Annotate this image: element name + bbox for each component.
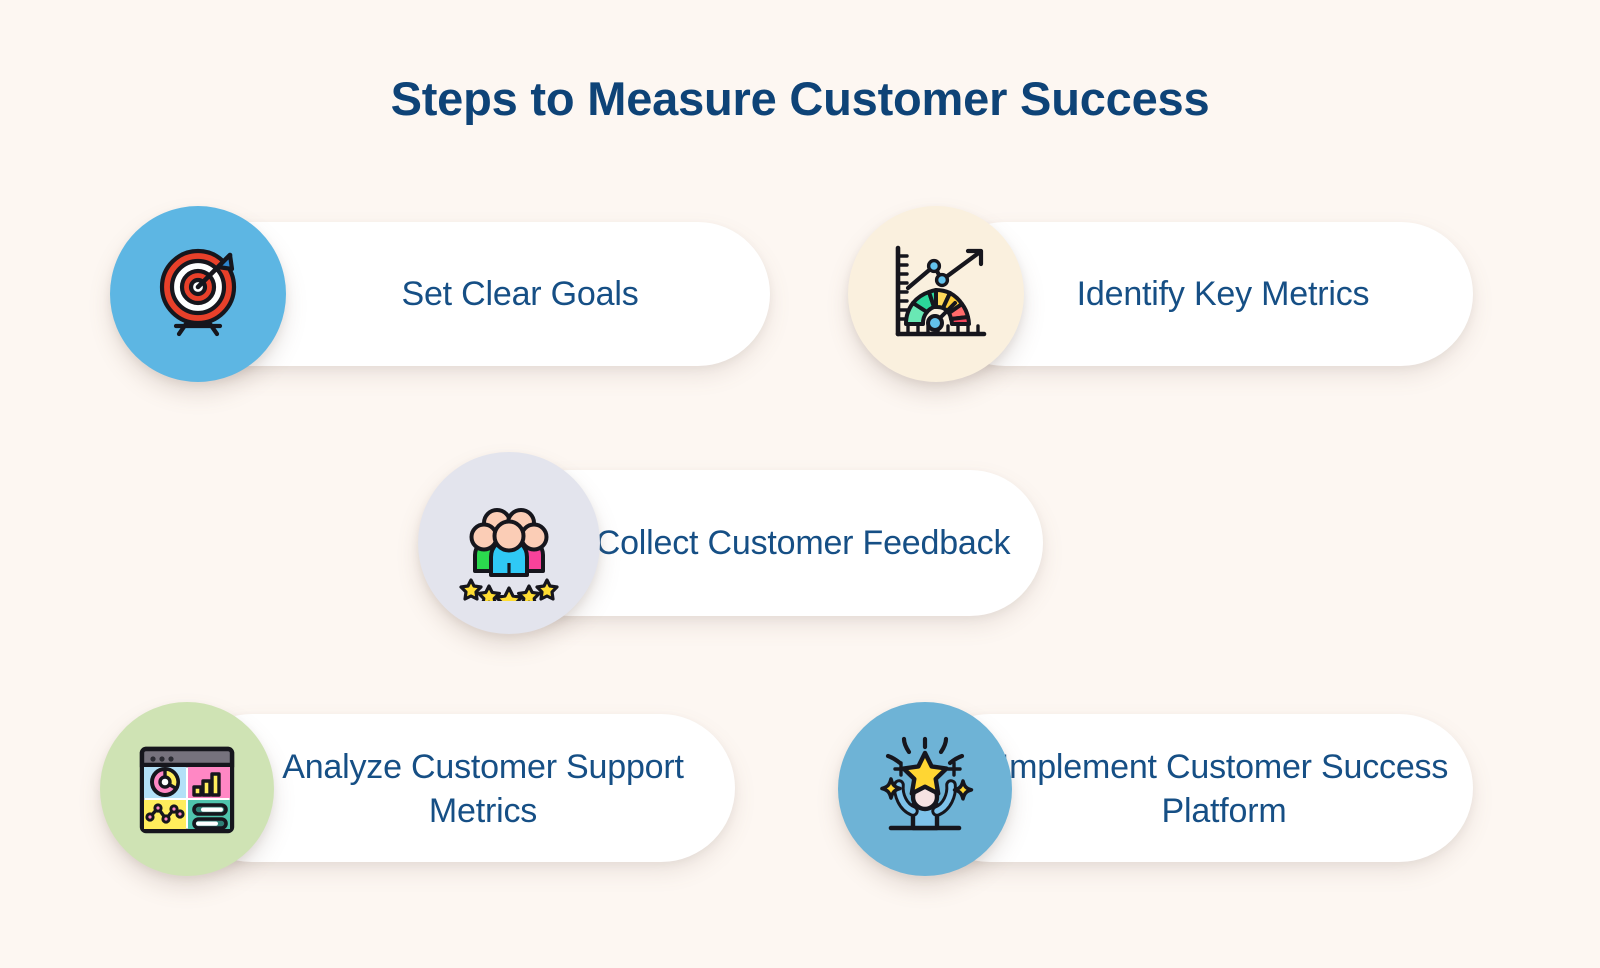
analytics-dashboard-icon bbox=[100, 702, 274, 876]
people-star-rating-icon bbox=[418, 452, 600, 634]
step-label: Identify Key Metrics bbox=[1076, 274, 1370, 313]
step-card-identify-key-metrics[interactable]: Identify Key Metrics bbox=[848, 206, 1473, 382]
step-card-set-clear-goals[interactable]: Set Clear Goals bbox=[110, 206, 770, 382]
step-label: Collect Customer Feedback bbox=[595, 523, 1011, 562]
step-label: Analyze Customer Support Metrics bbox=[282, 747, 684, 830]
target-dartboard-icon bbox=[110, 206, 286, 382]
step-label: Set Clear Goals bbox=[401, 274, 639, 313]
step-card-implement-customer-success-platform[interactable]: Implement Customer Success Platform bbox=[838, 702, 1473, 876]
page-title: Steps to Measure Customer Success bbox=[390, 72, 1210, 125]
gauge-chart-icon bbox=[848, 206, 1024, 382]
step-label: Implement Customer Success Platform bbox=[999, 747, 1449, 830]
step-card-analyze-customer-support-metrics[interactable]: Analyze Customer Support Metrics bbox=[100, 702, 735, 876]
celebration-person-star-icon bbox=[838, 702, 1012, 876]
step-card-collect-customer-feedback[interactable]: Collect Customer Feedback bbox=[418, 452, 1043, 634]
